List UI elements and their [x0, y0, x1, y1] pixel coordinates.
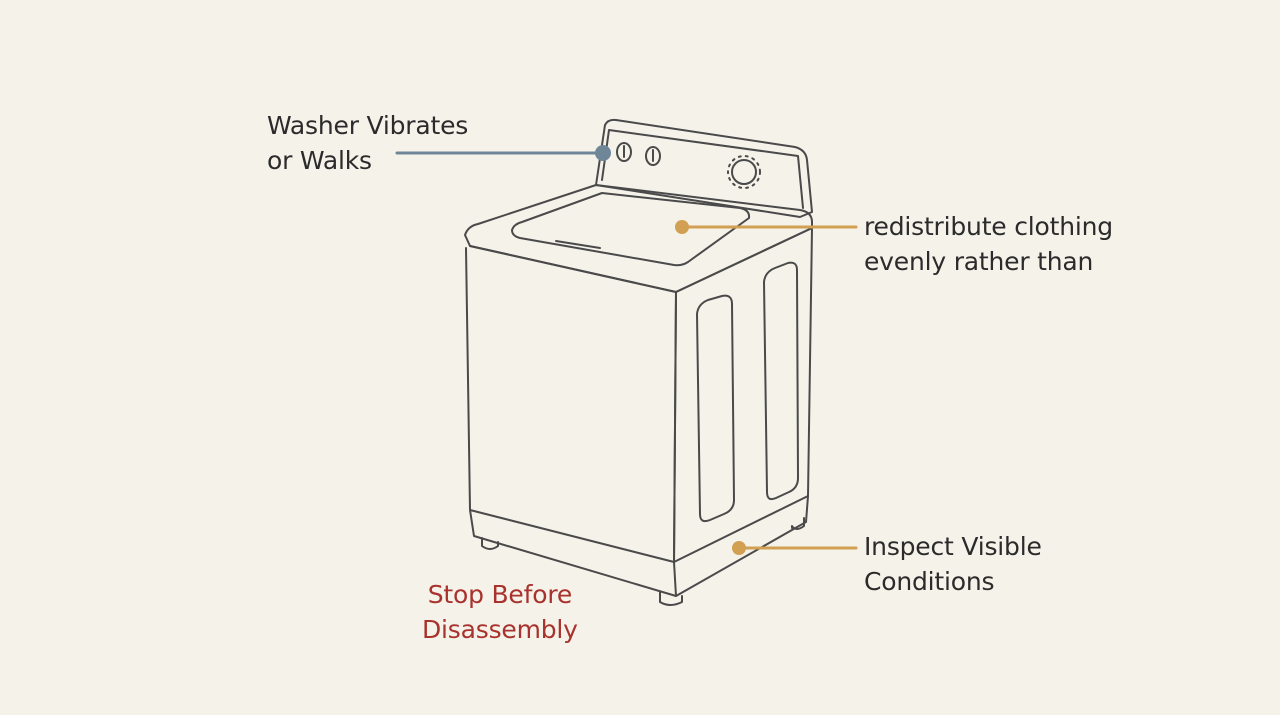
callout-washer-vibrates: Washer Vibrates or Walks: [267, 108, 468, 178]
callout-inspect-conditions: Inspect Visible Conditions: [864, 529, 1042, 599]
dial-icon: [727, 155, 761, 189]
foot: [481, 537, 499, 550]
callout-line: or Walks: [267, 146, 372, 175]
callout-line: Conditions: [864, 567, 995, 596]
lid: [511, 192, 751, 267]
leader-dot-vibrates: [595, 145, 611, 161]
callout-line: Stop Before: [427, 580, 573, 609]
cabinet-front: [465, 247, 677, 563]
leader-dot-redistribute: [675, 220, 689, 234]
foot: [659, 591, 683, 606]
top-deck: [464, 184, 813, 293]
base-line: [673, 561, 677, 597]
callout-redistribute-clothing: redistribute clothing evenly rather than: [864, 209, 1113, 279]
knob-icon: [645, 146, 661, 166]
lid-handle: [555, 240, 601, 249]
knob-icon: [616, 142, 632, 162]
callout-line: redistribute clothing: [864, 212, 1113, 241]
callout-line: Disassembly: [422, 615, 578, 644]
callout-stop-before-disassembly: Stop Before Disassembly: [422, 577, 578, 647]
washing-machine-illustration: [464, 118, 813, 606]
control-console: [595, 118, 813, 218]
callout-line: evenly rather than: [864, 247, 1094, 276]
callout-line: Inspect Visible: [864, 532, 1042, 561]
leader-lines: [395, 145, 858, 555]
callout-line: Washer Vibrates: [267, 111, 469, 140]
cabinet-side: [673, 227, 813, 563]
side-panel: [763, 261, 799, 501]
leader-dot-inspect: [732, 541, 746, 555]
side-panel: [696, 294, 735, 523]
foot: [791, 517, 805, 530]
